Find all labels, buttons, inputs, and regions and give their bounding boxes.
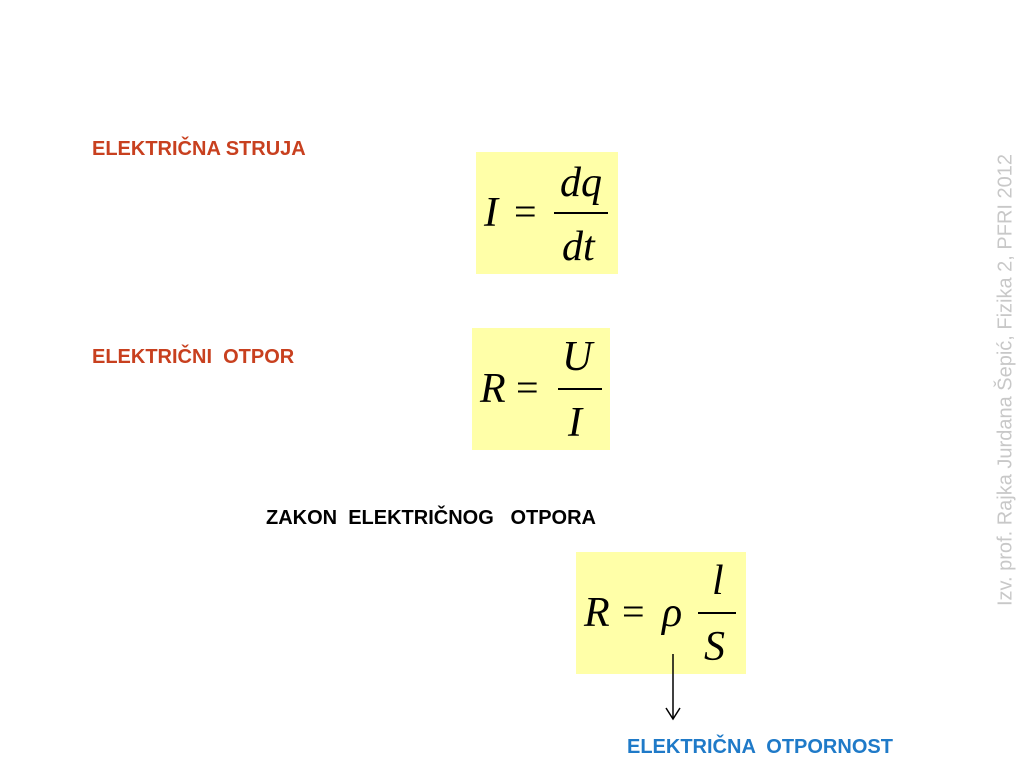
formula-resistance-equals: = <box>516 365 539 410</box>
formula-law-fraction-bar <box>698 612 736 614</box>
formula-current-equals: = <box>514 189 537 234</box>
author-watermark: Izv. prof. Rajka Jurdana Šepić, Fizika 2… <box>994 153 1017 607</box>
formula-law-equals: = <box>622 589 645 634</box>
formula-current-lhs: I <box>484 190 498 236</box>
heading-resistivity: ELEKTRIČNA OTPORNOST <box>627 736 893 758</box>
formula-current-fraction-bar <box>554 212 608 214</box>
formula-law-lhs: R <box>584 590 610 636</box>
formula-resistance-numerator: U <box>562 334 593 380</box>
formula-resistance-fraction-bar <box>558 388 602 390</box>
heading-electric-resistance: ELEKTRIČNI OTPOR <box>92 346 295 368</box>
formula-law-denominator: S <box>704 624 725 670</box>
formula-law-numerator: l <box>712 558 724 604</box>
formula-resistance-lhs: R <box>480 366 506 412</box>
formula-resistance: R = U I <box>472 328 610 450</box>
heading-electric-current: ELEKTRIČNA STRUJA <box>92 138 306 160</box>
arrow-down-icon <box>665 654 681 721</box>
formula-law-rho: ρ <box>662 590 683 636</box>
formula-current-numerator: dq <box>560 160 602 206</box>
formula-current: I = dq dt <box>476 152 618 274</box>
formula-resistance-denominator: I <box>568 400 582 446</box>
formula-current-denominator: dt <box>562 224 595 270</box>
formula-resistance-law: R = ρ l S <box>576 552 746 674</box>
heading-resistance-law: ZAKON ELEKTRIČNOG OTPORA <box>266 507 596 529</box>
